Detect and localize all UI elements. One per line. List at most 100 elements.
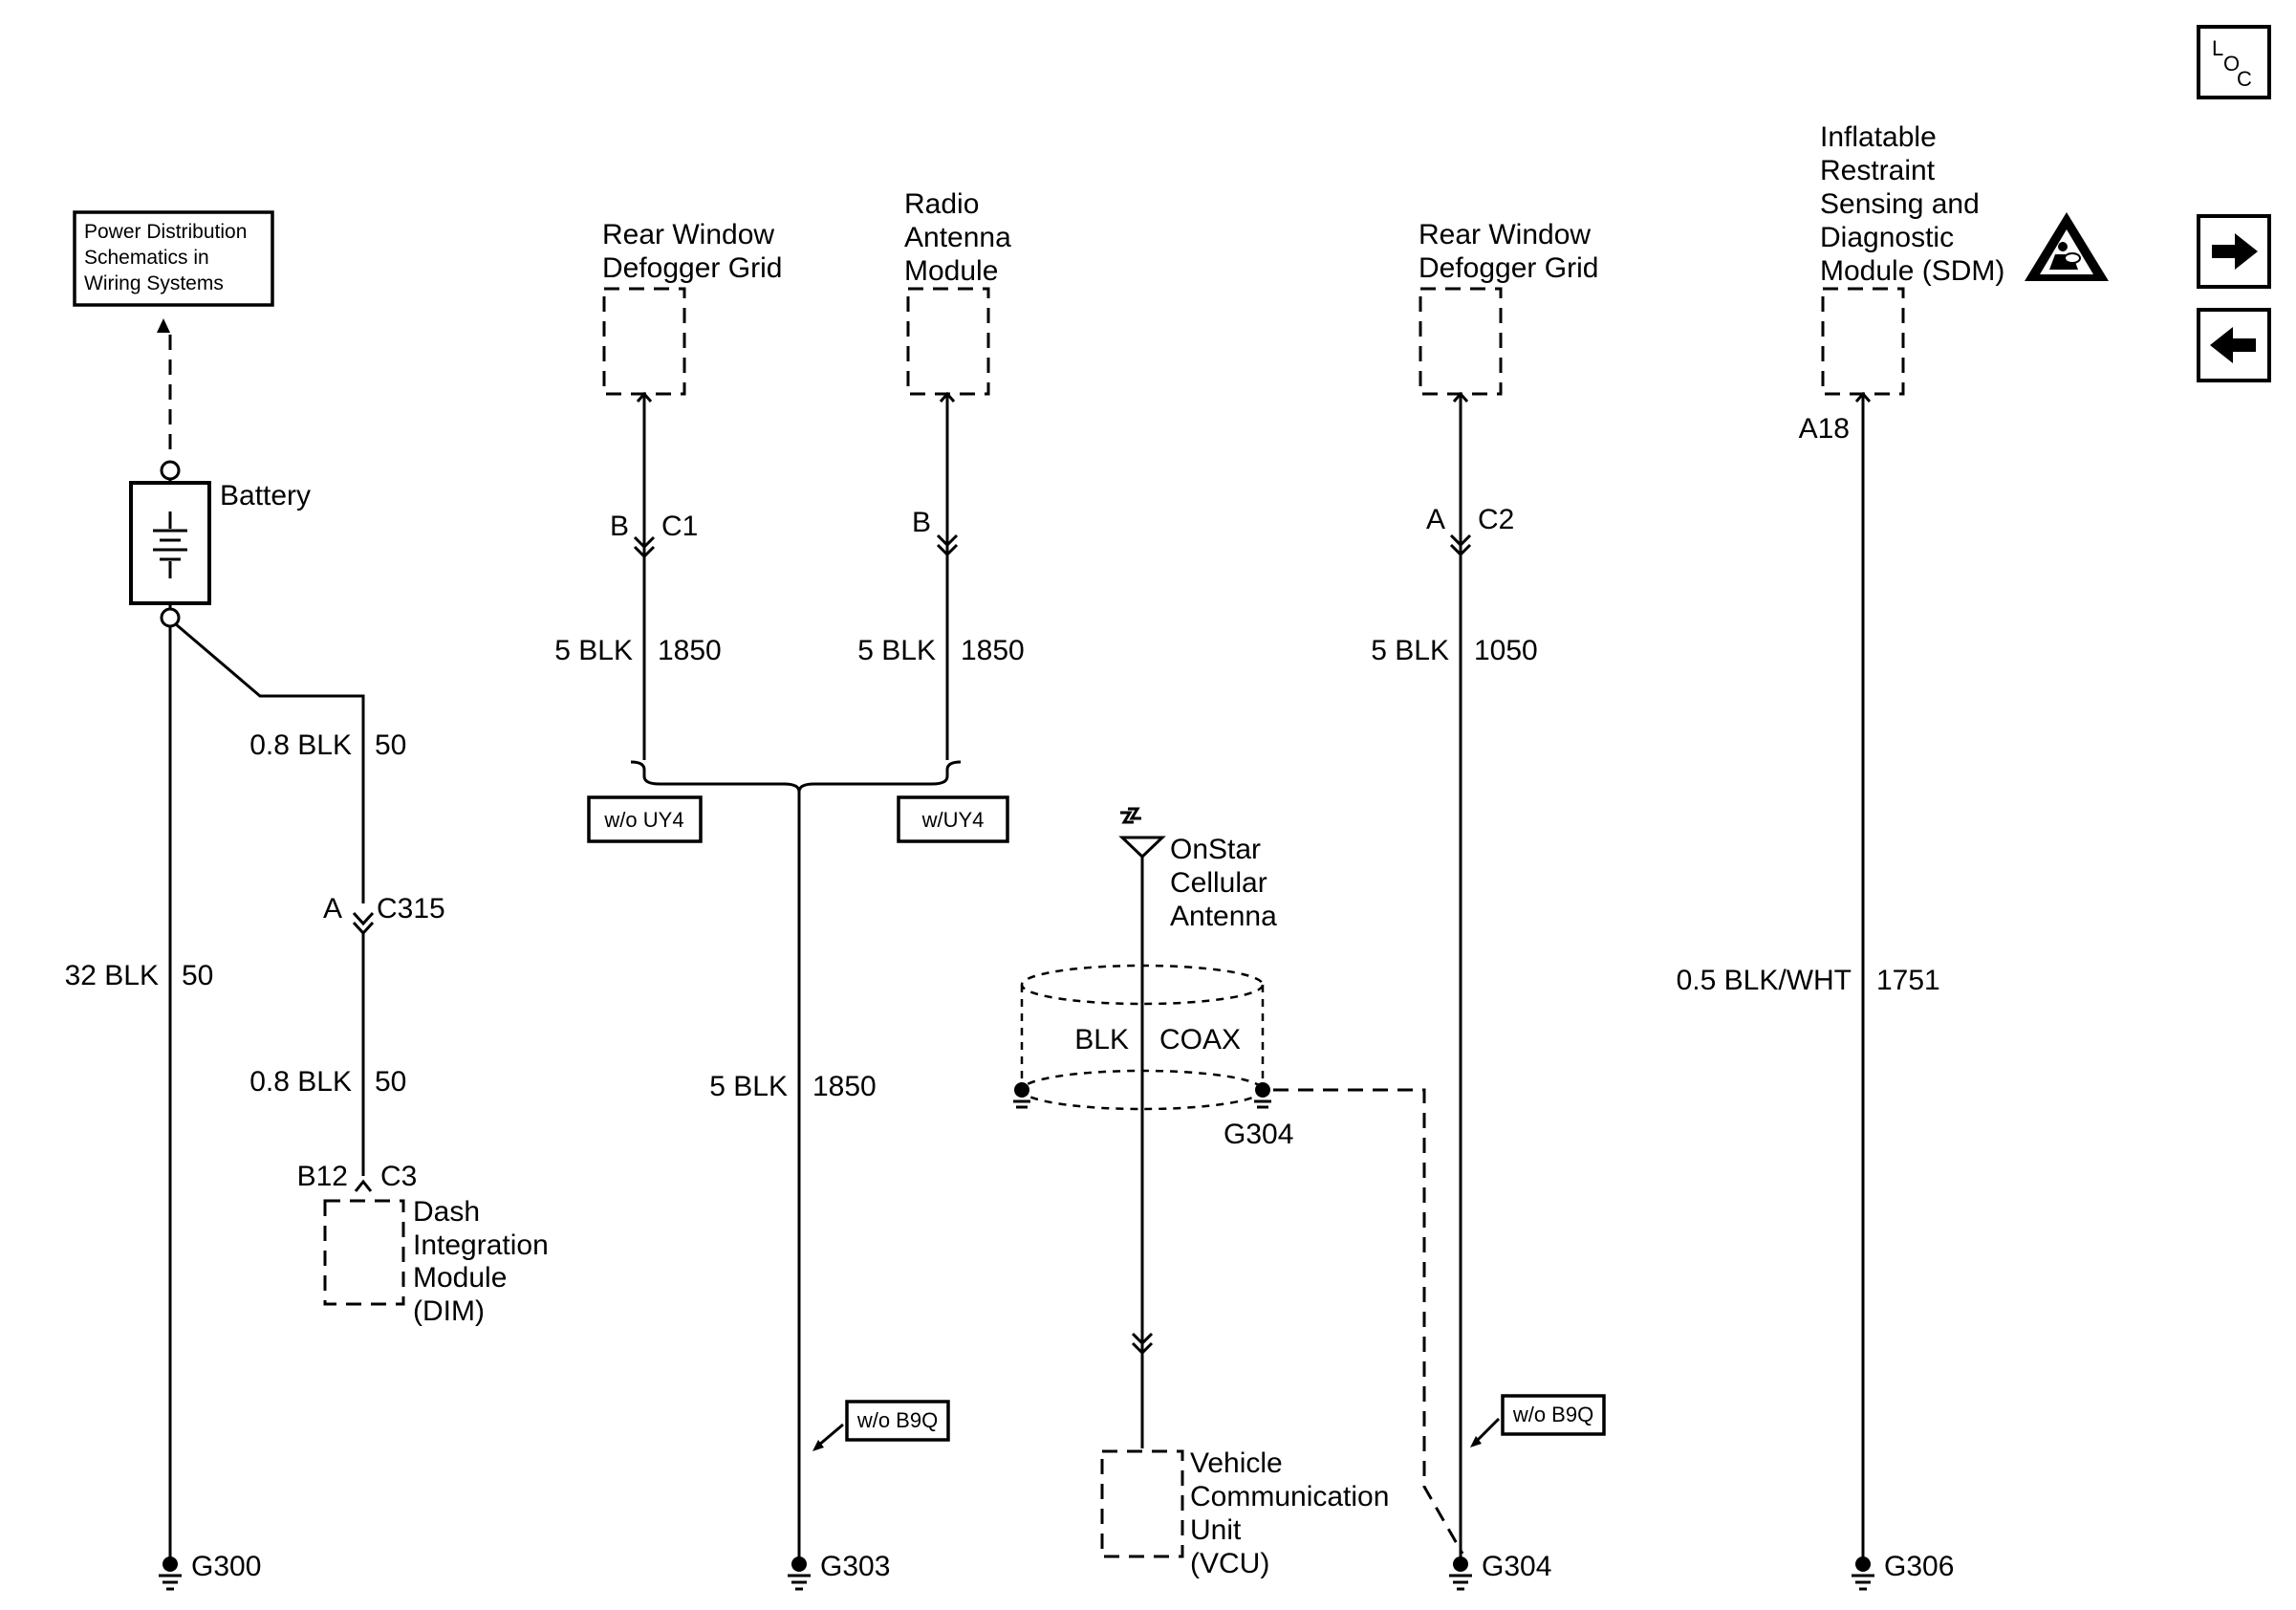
pin-label: B [912, 507, 931, 538]
rear-defogger-right-box[interactable] [1419, 287, 1503, 396]
svg-text:Defogger Grid: Defogger Grid [602, 252, 782, 284]
svg-text:L: L [2212, 36, 2223, 60]
option-pointer [1474, 1417, 1501, 1444]
ground-label: G304 [1482, 1551, 1551, 1582]
svg-text:Sensing and: Sensing and [1820, 188, 1980, 220]
wire-color-label: 5 BLK [709, 1071, 788, 1102]
option-splice-brace [630, 760, 962, 793]
option-badge-wo-b9q-left: w/o B9Q [845, 1400, 950, 1442]
onstar-antenna-label: OnStar [1170, 834, 1261, 865]
circuit-number-label: 1850 [812, 1071, 877, 1102]
circuit-number-label: 1751 [1876, 965, 1940, 996]
arrow-right-icon [2212, 233, 2258, 270]
next-page-button[interactable] [2197, 214, 2271, 289]
circuit-number-label: 1050 [1474, 635, 1538, 666]
svg-text:w/o UY4: w/o UY4 [603, 808, 683, 832]
svg-text:(DIM): (DIM) [413, 1295, 485, 1327]
svg-text:w/o B9Q: w/o B9Q [1512, 1403, 1593, 1426]
svg-text:Module: Module [904, 255, 998, 287]
rear-defogger-left-label: Rear Window [602, 219, 774, 250]
antenna-icon [1118, 807, 1166, 859]
ground-icon [1852, 1556, 1874, 1591]
battery-label: Battery [220, 480, 311, 511]
svg-text:Antenna: Antenna [1170, 901, 1277, 932]
pin-label: A [323, 893, 342, 925]
previous-page-button[interactable] [2197, 308, 2271, 382]
airbag-warning-icon [2025, 212, 2109, 281]
circuit-number-label: 50 [182, 960, 213, 991]
ground-label: G303 [820, 1551, 890, 1582]
svg-text:Module (SDM): Module (SDM) [1820, 255, 2004, 287]
dim-label: Dash [413, 1196, 480, 1228]
ground-icon [159, 1556, 182, 1591]
shield-ground-left [1013, 1082, 1030, 1109]
ground-icon [1449, 1556, 1472, 1591]
svg-text:O: O [2223, 52, 2240, 76]
wire-color-label: 0.5 BLK/WHT [1677, 965, 1852, 996]
arrow-left-icon [2210, 327, 2256, 363]
connector-label: C1 [661, 511, 698, 542]
svg-text:Module: Module [413, 1262, 507, 1294]
power-ref-line3: Wiring Systems [84, 272, 224, 294]
vcu-label: Vehicle [1190, 1447, 1283, 1479]
svg-text:C: C [2237, 67, 2252, 91]
wire-color-label: 5 BLK [857, 635, 936, 666]
svg-text:Integration: Integration [413, 1229, 549, 1261]
pin-symbol [354, 1179, 373, 1192]
wire-color-label: 0.8 BLK [249, 729, 352, 761]
circuit-number-label: 1850 [658, 635, 722, 666]
connector-label: C315 [377, 893, 445, 925]
vcu-module-box[interactable] [1100, 1449, 1184, 1558]
wire-color-label: BLK [1074, 1024, 1129, 1055]
svg-text:w/o B9Q: w/o B9Q [856, 1408, 938, 1432]
svg-text:w/UY4: w/UY4 [921, 808, 985, 832]
power-ref-line1: Power Distribution [84, 221, 247, 243]
ground-label: G304 [1224, 1119, 1293, 1150]
svg-text:Communication: Communication [1190, 1481, 1389, 1512]
wire-type-label: COAX [1159, 1024, 1241, 1055]
power-distribution-reference[interactable]: Power Distribution Schematics in Wiring … [73, 210, 274, 307]
pin-label: B12 [297, 1161, 348, 1192]
dim-module-box[interactable] [323, 1199, 405, 1306]
connector-symbol [1131, 1332, 1154, 1346]
battery-symbol [129, 460, 211, 628]
radio-antenna-box[interactable] [906, 287, 990, 396]
circuit-number-label: 50 [375, 729, 406, 761]
rear-defogger-left-box[interactable] [602, 287, 686, 396]
shield-ground-dashed-wire [1273, 1088, 1464, 1555]
circuit-number-label: 1850 [961, 635, 1025, 666]
rear-defogger-right-label: Rear Window [1419, 219, 1591, 250]
connector-label: C3 [380, 1161, 417, 1192]
option-badge-w-uy4: w/UY4 [897, 795, 1009, 843]
svg-text:(VCU): (VCU) [1190, 1548, 1269, 1579]
power-ref-line2: Schematics in [84, 247, 209, 269]
connector-symbol [352, 911, 375, 926]
pin-label: A [1426, 504, 1445, 535]
wire-color-label: 32 BLK [65, 960, 159, 991]
svg-text:Restraint: Restraint [1820, 155, 1936, 186]
sdm-label: Inflatable [1820, 121, 1937, 153]
ground-label: G300 [191, 1551, 261, 1582]
pin-label: B [610, 511, 629, 542]
sdm-module-box[interactable] [1821, 287, 1905, 396]
shield-ground-right [1254, 1082, 1271, 1109]
circuit-number-label: 50 [375, 1066, 406, 1098]
svg-text:Antenna: Antenna [904, 222, 1011, 253]
wire-color-label: 5 BLK [1371, 635, 1449, 666]
connector-symbol [633, 535, 656, 550]
option-badge-wo-b9q-right: w/o B9Q [1501, 1394, 1606, 1436]
ground-label: G306 [1884, 1551, 1954, 1582]
reference-arrow-icon [157, 318, 170, 333]
loc-button[interactable]: L O C [2197, 25, 2271, 99]
connector-symbol [1449, 533, 1472, 548]
svg-text:Defogger Grid: Defogger Grid [1419, 252, 1598, 284]
connector-symbol [936, 533, 959, 548]
connector-label: C2 [1478, 504, 1514, 535]
svg-text:Cellular: Cellular [1170, 867, 1267, 899]
option-badge-wo-uy4: w/o UY4 [587, 795, 703, 843]
battery-dim-wire [175, 622, 365, 903]
svg-text:Unit: Unit [1190, 1514, 1242, 1546]
option-pointer [817, 1423, 844, 1447]
svg-text:Diagnostic: Diagnostic [1820, 222, 1954, 253]
